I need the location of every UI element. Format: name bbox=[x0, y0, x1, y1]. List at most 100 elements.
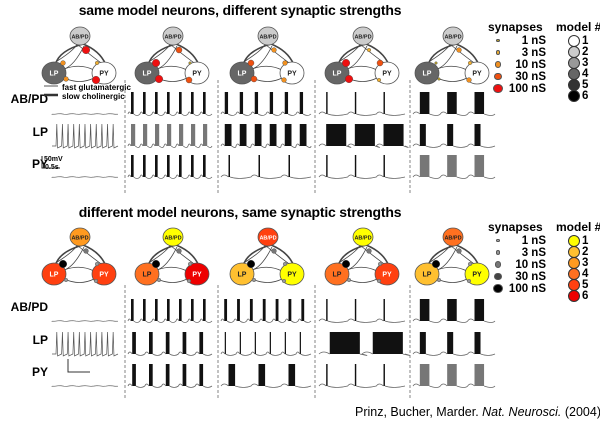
trace-line bbox=[412, 383, 496, 388]
trace-burst bbox=[228, 155, 230, 177]
trace-burst bbox=[447, 155, 457, 177]
model-legend-label: 3 bbox=[582, 256, 589, 269]
model-legend-label: 5 bbox=[582, 78, 589, 91]
neuron-label-lp: LP bbox=[238, 272, 247, 279]
synapse-legend-title: synapses bbox=[488, 20, 543, 34]
synapse-connection bbox=[436, 266, 468, 272]
neuron-py bbox=[279, 262, 305, 286]
trace-burst bbox=[249, 299, 253, 321]
trace-burst bbox=[191, 124, 196, 146]
synapse-dot bbox=[156, 278, 161, 283]
synapse-dot bbox=[246, 260, 255, 269]
synapse-dot bbox=[63, 76, 69, 82]
neuron-lp bbox=[229, 262, 255, 286]
synapse-size-dot bbox=[494, 61, 502, 68]
trace-burst bbox=[254, 92, 259, 114]
legend-fast-glutamatergic: fast glutamatergic bbox=[62, 83, 131, 92]
trace-burst bbox=[155, 155, 158, 177]
trace-burst bbox=[143, 92, 146, 114]
neuron-label-abpd: AB/PD bbox=[71, 35, 88, 41]
trace-burst bbox=[383, 92, 385, 114]
synapse-legend-label: 1 nS bbox=[521, 34, 546, 47]
synapse-connection bbox=[251, 65, 283, 71]
trace-burst bbox=[132, 364, 136, 386]
trace-abpd-1-0 bbox=[51, 320, 119, 322]
neuron-lp bbox=[324, 61, 350, 85]
trace-burst bbox=[326, 92, 328, 114]
neuron-lp bbox=[414, 61, 440, 85]
trace-burst bbox=[167, 124, 172, 146]
neuron-abpd bbox=[442, 227, 464, 247]
trace-burst bbox=[288, 299, 292, 321]
model-legend-item: 6 bbox=[568, 89, 588, 102]
scale-bar bbox=[41, 156, 60, 169]
trace-burst bbox=[179, 299, 182, 321]
trace-burst bbox=[191, 299, 194, 321]
trace-burst bbox=[131, 92, 134, 114]
synapse-size-dot bbox=[495, 250, 501, 255]
synapse-dot bbox=[456, 47, 462, 53]
synapse-legend-title: synapses bbox=[488, 220, 543, 234]
trace-abpd-1-2 bbox=[220, 299, 312, 323]
synapse-legend-label: 1 nS bbox=[521, 234, 546, 247]
synapse-connection bbox=[436, 278, 468, 283]
synapse-connection bbox=[346, 45, 368, 70]
synapse-legend-item: 30 nS bbox=[492, 270, 546, 283]
synapse-size-dot bbox=[494, 272, 502, 281]
neuron-lp bbox=[229, 61, 255, 85]
trace-burst bbox=[179, 155, 182, 177]
trace-abpd-0-0 bbox=[51, 113, 119, 115]
neuron-abpd bbox=[257, 26, 279, 46]
synapse-connection bbox=[63, 246, 85, 271]
neuron-abpd bbox=[352, 227, 374, 247]
synapse-dot bbox=[176, 248, 182, 254]
trace-line bbox=[318, 174, 406, 179]
trace-abpd-1-1 bbox=[127, 299, 213, 323]
trace-burst bbox=[288, 364, 296, 386]
synapse-dot bbox=[467, 279, 472, 284]
synapse-connection bbox=[365, 244, 390, 266]
trace-burst bbox=[131, 155, 134, 177]
trace-py-1-2 bbox=[220, 364, 312, 388]
neuron-lp bbox=[41, 262, 67, 286]
trace-burst bbox=[474, 364, 485, 386]
synapse-dot bbox=[271, 47, 277, 53]
panel-title-top: same model neurons, different synaptic s… bbox=[78, 2, 402, 18]
synapse-legend-label: 10 nS bbox=[515, 58, 546, 71]
trace-burst bbox=[269, 124, 277, 146]
trace-py-0-4 bbox=[412, 155, 496, 179]
trace-burst bbox=[254, 332, 256, 354]
neuron-lp bbox=[134, 61, 160, 85]
synapse-dot bbox=[434, 61, 438, 65]
trace-line bbox=[127, 351, 213, 356]
synapse-connection bbox=[156, 266, 188, 272]
synapse-dot bbox=[185, 76, 193, 84]
trace-burst bbox=[149, 332, 153, 354]
model-legend-label: 4 bbox=[582, 67, 589, 80]
synapse-legend-item: 10 nS bbox=[492, 258, 546, 271]
trace-burst bbox=[269, 332, 271, 354]
synapse-connection bbox=[436, 246, 458, 271]
synapse-dot bbox=[377, 77, 382, 82]
synapse-dot bbox=[93, 279, 98, 284]
neuron-label-py: PY bbox=[472, 71, 482, 78]
neuron-label-lp: LP bbox=[333, 71, 342, 78]
neuron-abpd bbox=[162, 26, 184, 46]
trace-burst bbox=[447, 92, 457, 114]
trace-burst bbox=[224, 124, 232, 146]
neuron-lp bbox=[324, 262, 350, 286]
trace-burst bbox=[419, 299, 430, 321]
synapse-connection bbox=[63, 45, 85, 70]
trace-burst bbox=[167, 299, 170, 321]
neuron-label-py: PY bbox=[192, 71, 202, 78]
neuron-label-py: PY bbox=[472, 272, 482, 279]
trace-burst bbox=[258, 364, 266, 386]
synapse-legend-label: 10 nS bbox=[515, 258, 546, 271]
neuron-label-abpd: AB/PD bbox=[444, 35, 461, 41]
synapse-dot bbox=[377, 279, 382, 284]
synapse-dot bbox=[347, 278, 352, 283]
